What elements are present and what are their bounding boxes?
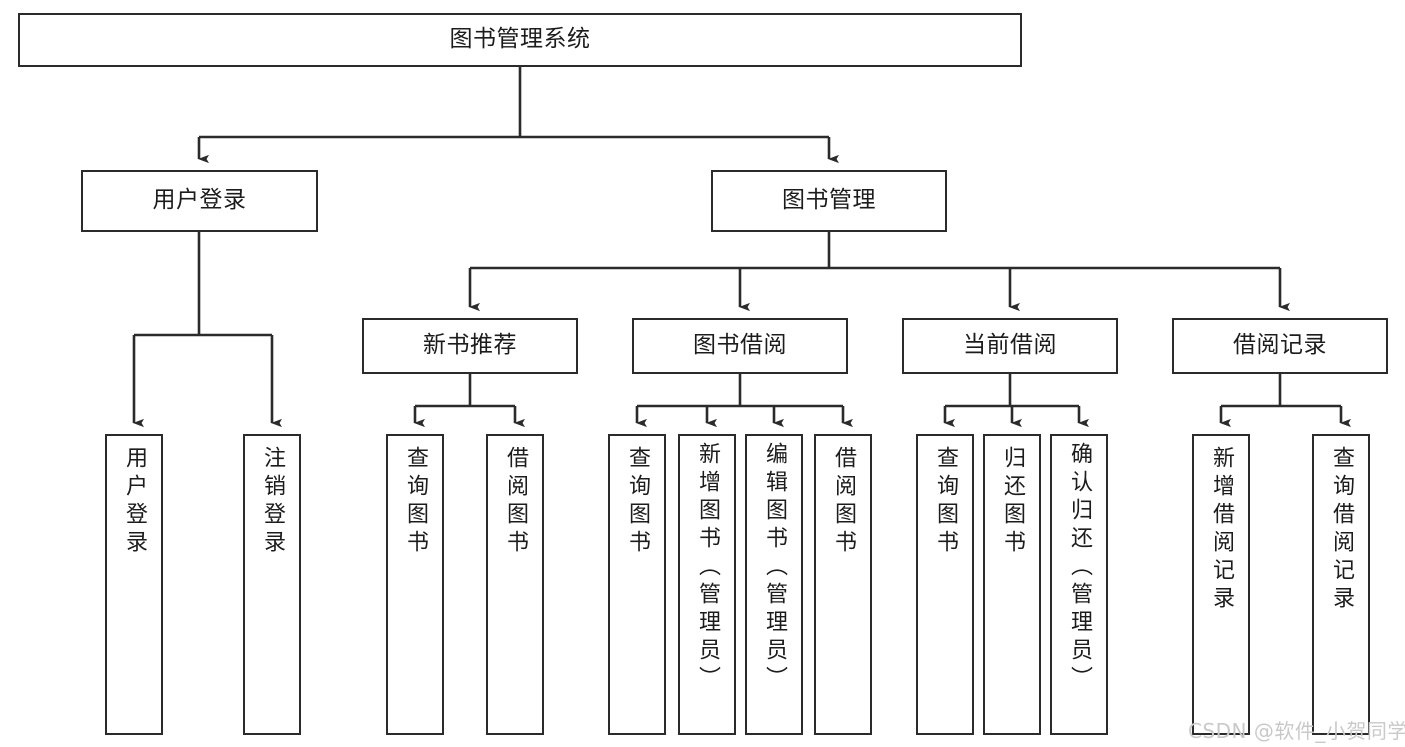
node-label: 查询图书 [403,446,428,558]
node-leaf-return-book[interactable]: 归还图书 [983,434,1041,735]
node-label: 用户登录 [122,446,147,558]
node-leaf-user-login[interactable]: 用户登录 [105,434,163,735]
node-leaf-borrow-book-recommend[interactable]: 借阅图书 [486,434,544,735]
node-borrow-record[interactable]: 借阅记录 [1172,318,1388,374]
node-label: 编辑图书（管理员） [762,442,787,694]
node-leaf-logout[interactable]: 注销登录 [243,434,301,735]
node-current-borrow[interactable]: 当前借阅 [902,318,1118,374]
node-label: 借阅图书 [831,446,856,558]
node-label: 归还图书 [1000,446,1025,558]
node-leaf-borrow-book[interactable]: 借阅图书 [814,434,872,735]
node-label: 借阅记录 [1233,332,1327,359]
node-label: 当前借阅 [963,332,1057,359]
csdn-watermark: CSDN @软件_小贺同学 [1188,719,1405,743]
node-label: 新增借阅记录 [1209,446,1234,614]
node-leaf-add-borrow-record[interactable]: 新增借阅记录 [1192,434,1250,735]
node-label: 确认归还（管理员） [1067,442,1092,694]
node-leaf-query-book-borrow[interactable]: 查询图书 [608,434,666,735]
node-user-login[interactable]: 用户登录 [81,170,318,232]
node-label: 注销登录 [260,446,285,558]
node-root-book-management-system[interactable]: 图书管理系统 [18,13,1022,67]
node-leaf-query-borrow-record[interactable]: 查询借阅记录 [1312,434,1370,735]
node-label: 图书借阅 [693,332,787,359]
node-label: 新增图书（管理员） [695,442,720,694]
node-label: 图书管理系统 [449,26,591,53]
node-label: 用户登录 [152,187,247,214]
node-label: 查询借阅记录 [1329,446,1354,614]
node-new-book-recommend[interactable]: 新书推荐 [362,318,578,374]
node-leaf-query-book-current[interactable]: 查询图书 [916,434,974,735]
node-leaf-query-book-recommend[interactable]: 查询图书 [386,434,444,735]
node-book-management[interactable]: 图书管理 [711,170,947,232]
node-label: 查询图书 [933,446,958,558]
node-book-borrow[interactable]: 图书借阅 [632,318,848,374]
node-label: 新书推荐 [423,332,517,359]
node-label: 图书管理 [782,187,876,214]
node-leaf-edit-book-admin[interactable]: 编辑图书（管理员） [745,434,803,735]
node-label: 借阅图书 [503,446,528,558]
node-label: 查询图书 [625,446,650,558]
node-leaf-confirm-return-admin[interactable]: 确认归还（管理员） [1050,434,1108,735]
node-leaf-add-book-admin[interactable]: 新增图书（管理员） [678,434,736,735]
